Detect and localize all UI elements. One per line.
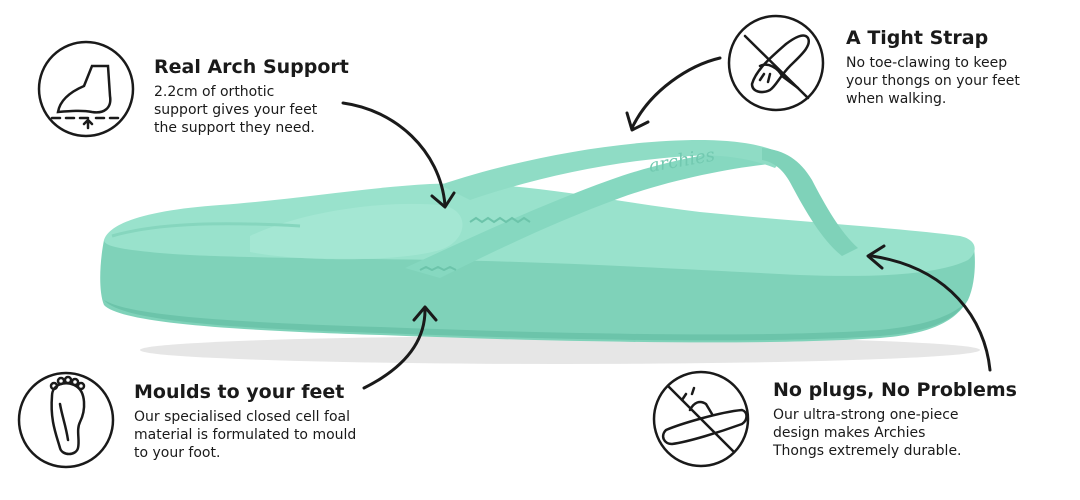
sandal-strap-left [405, 148, 770, 278]
feature-desc-line: Our specialised closed cell foal [134, 409, 350, 425]
arrow-mould [362, 308, 427, 390]
feature-desc-line: 2.2cm of orthotic [154, 84, 275, 100]
feature-desc-line: Our ultra-strong one-piece [773, 407, 959, 423]
feature-arch-support: Real Arch Support 2.2cm of orthotic supp… [154, 56, 349, 137]
foot-arch-icon [37, 40, 135, 138]
arch-raise [250, 203, 463, 260]
arrow-plugs [870, 254, 992, 372]
arrow-strap [630, 56, 722, 130]
feature-desc-line: when walking. [846, 91, 947, 107]
feature-title: Real Arch Support [154, 56, 349, 78]
feature-description: Our ultra-strong one-piece design makes … [773, 406, 1017, 460]
ground-shadow [140, 336, 980, 364]
no-toe-clawing-icon [727, 14, 825, 112]
feature-desc-line: No toe-clawing to keep [846, 55, 1008, 71]
arrow-arch [341, 101, 447, 207]
feature-desc-line: support gives your feet [154, 102, 318, 118]
feature-tight-strap: A Tight Strap No toe-clawing to keep you… [846, 27, 1020, 108]
feature-no-plugs: No plugs, No Problems Our ultra-strong o… [773, 379, 1017, 460]
sandal-strap-right [762, 148, 858, 256]
feature-title: No plugs, No Problems [773, 379, 1017, 401]
arrow-plugs-head [866, 244, 886, 270]
heel-cup-line [111, 222, 301, 238]
feature-desc-line: material is formulated to mould [134, 427, 357, 443]
feature-desc-line: your thongs on your feet [846, 73, 1020, 89]
sandal-sole-shade [104, 300, 966, 341]
no-plug-icon [652, 370, 750, 468]
feature-desc-line: design makes Archies [773, 425, 926, 441]
feature-description: Our specialised closed cell foal materia… [134, 408, 356, 462]
feature-description: No toe-clawing to keep your thongs on yo… [846, 54, 1020, 108]
feature-title: Moulds to your feet [134, 381, 345, 403]
feature-moulds-to-feet: Moulds to your feet Our specialised clos… [134, 381, 356, 462]
arrow-mould-head [412, 305, 438, 322]
feature-desc-line: the support they need. [154, 120, 315, 136]
feature-desc-line: Thongs extremely durable. [773, 443, 962, 459]
feature-description: 2.2cm of orthotic support gives your fee… [154, 83, 349, 137]
sandal-strap-top [440, 140, 785, 200]
feature-desc-line: to your foot. [134, 445, 221, 461]
embossed-pattern [419, 216, 531, 272]
feature-title: A Tight Strap [846, 27, 989, 49]
footprint-icon [17, 371, 115, 469]
arrow-arch-head [430, 191, 456, 209]
arrow-strap-head [625, 111, 650, 132]
